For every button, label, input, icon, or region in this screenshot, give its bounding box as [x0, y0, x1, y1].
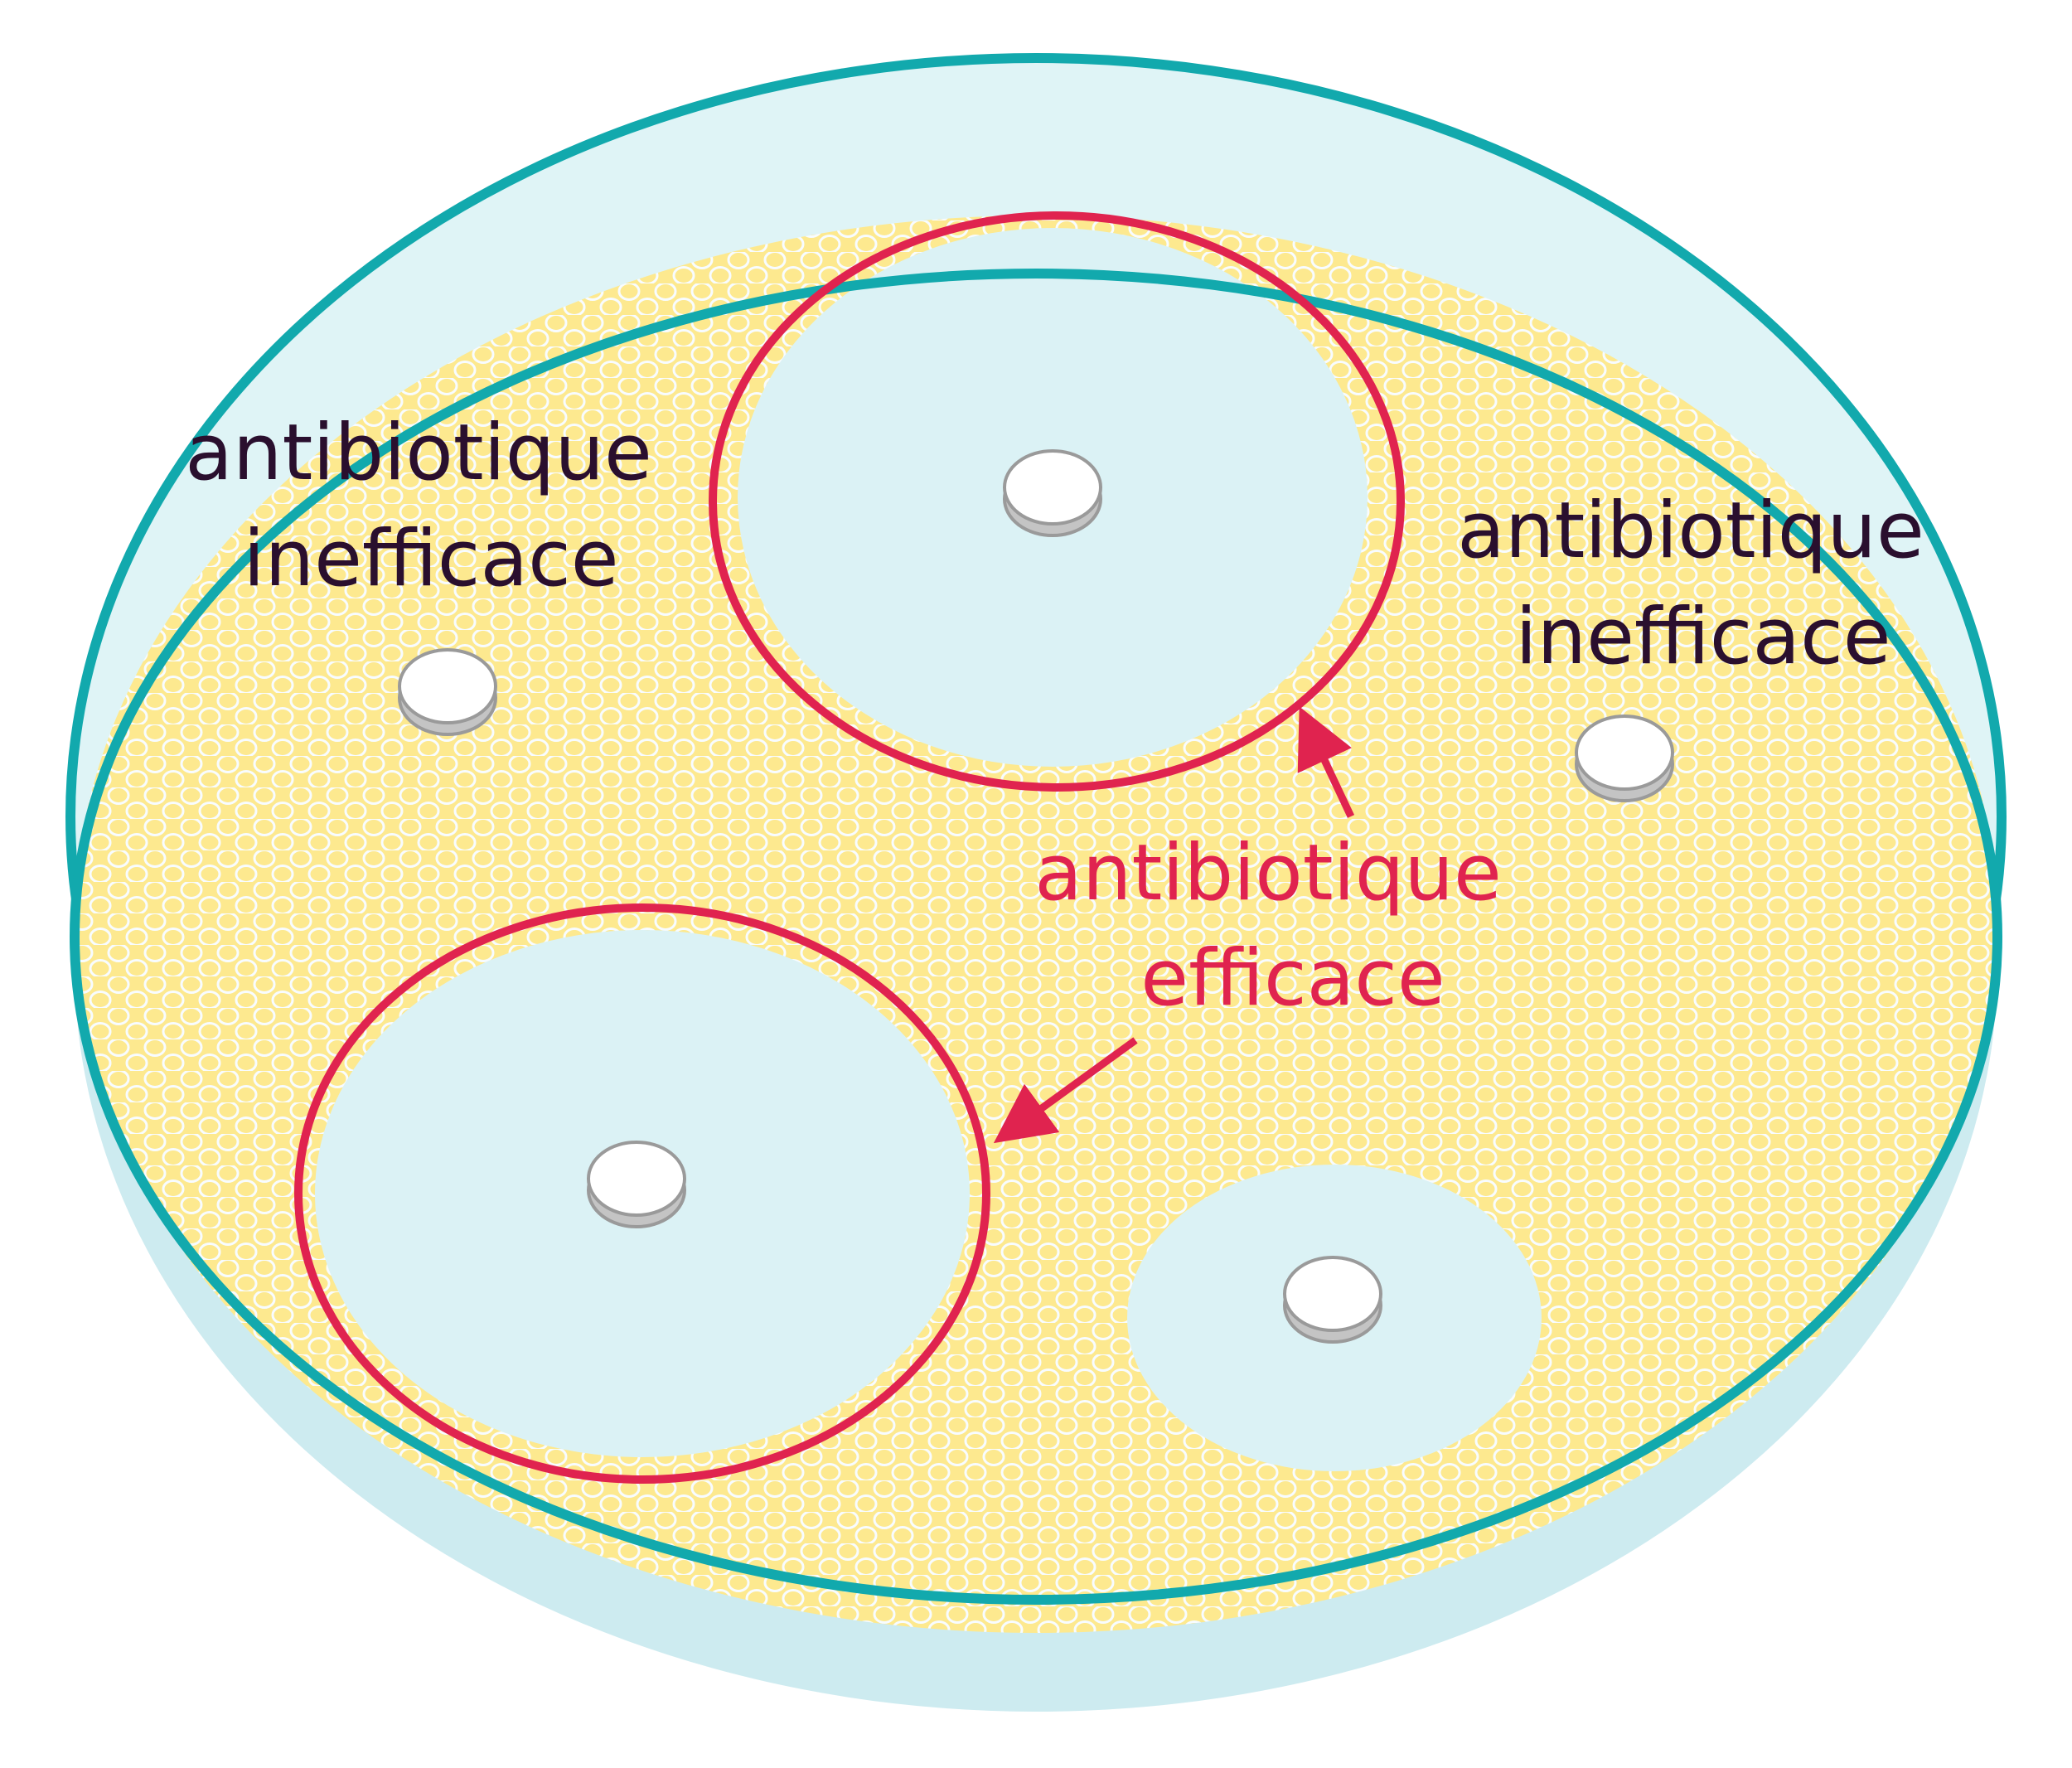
label-effective: antibiotique efficace: [1034, 828, 1526, 1024]
antibiotic-disc-icon: [1003, 449, 1102, 537]
arrow-icon: [993, 1037, 1138, 1144]
petri-dish-rim: [70, 269, 2002, 1605]
label-ineffective-left: antibiotique inefficace: [185, 408, 676, 604]
antibiotic-disc-icon: [1283, 1256, 1382, 1344]
effective-zone-highlight-bottom-left: [294, 903, 990, 1484]
antibiotic-disc-icon: [398, 648, 497, 736]
antibiotic-disc-icon: [1575, 714, 1674, 802]
label-ineffective-right: antibiotique inefficace: [1457, 486, 1949, 682]
arrow-icon: [1297, 706, 1355, 818]
effective-zone-highlight-top: [709, 211, 1405, 792]
antibiotic-disc-icon: [587, 1141, 686, 1228]
